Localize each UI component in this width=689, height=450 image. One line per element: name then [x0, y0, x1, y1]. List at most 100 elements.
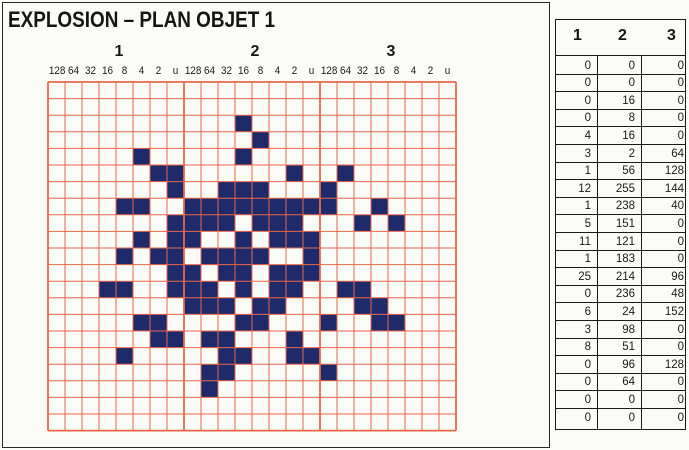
pixel-cell	[218, 265, 235, 282]
table-cell: 40	[644, 199, 684, 213]
pixel-cell	[201, 248, 218, 265]
pixel-cell	[184, 281, 201, 298]
pixel-cell	[201, 331, 218, 348]
table-cell: 51	[595, 340, 635, 354]
pixel-cell	[388, 314, 405, 331]
pixel-cell	[252, 215, 269, 232]
table-row-divider	[556, 179, 685, 180]
pixel-cell	[371, 314, 388, 331]
table-cell: 6	[551, 305, 591, 319]
pixel-cell	[218, 364, 235, 381]
pixel-cell	[133, 148, 150, 165]
pixel-cell	[354, 298, 371, 315]
table-cell: 1	[551, 252, 591, 266]
pixel-cell	[218, 182, 235, 199]
pixel-cell	[286, 231, 303, 248]
pixel-cell	[303, 198, 320, 215]
table-row-divider	[556, 144, 685, 145]
pixel-cell	[235, 248, 252, 265]
pixel-cell	[99, 281, 116, 298]
table-cell: 214	[595, 270, 635, 284]
table-cell: 236	[595, 287, 635, 301]
table-cell: 0	[644, 252, 684, 266]
pixel-cell	[235, 231, 252, 248]
table-cell: 0	[551, 393, 591, 407]
table-cell: 0	[551, 411, 591, 425]
table-cell: 0	[595, 393, 635, 407]
table-cell: 0	[551, 94, 591, 108]
pixel-cell	[286, 198, 303, 215]
pixel-cell	[252, 132, 269, 149]
pixel-cell	[303, 231, 320, 248]
pixel-cell	[303, 248, 320, 265]
table-cell: 56	[595, 164, 635, 178]
pixel-cell	[235, 182, 252, 199]
table-row-divider	[556, 338, 685, 339]
table-cell: 0	[644, 217, 684, 231]
pixel-cell	[235, 281, 252, 298]
pixel-cell	[116, 198, 133, 215]
table-cell: 128	[644, 164, 684, 178]
pixel-cell	[235, 314, 252, 331]
table-row-divider	[556, 109, 685, 110]
pixel-cell	[116, 248, 133, 265]
table-cell: 0	[551, 287, 591, 301]
table-cell: 0	[644, 235, 684, 249]
table-row-divider	[556, 232, 685, 233]
pixel-cell	[167, 265, 184, 282]
pixel-cell	[184, 198, 201, 215]
pixel-cell	[269, 281, 286, 298]
table-cell: 183	[595, 252, 635, 266]
pixel-cell	[150, 165, 167, 182]
table-cell: 16	[595, 94, 635, 108]
table-cell: 0	[595, 411, 635, 425]
pixel-cell	[235, 115, 252, 132]
pixel-cell	[167, 215, 184, 232]
table-row-divider	[556, 197, 685, 198]
table-header-3: 3	[667, 27, 676, 45]
pixel-cell	[286, 348, 303, 365]
table-cell: 0	[595, 59, 635, 73]
table-row-divider	[556, 126, 685, 127]
table-cell: 11	[551, 235, 591, 249]
pixel-cell	[116, 281, 133, 298]
pixel-cell	[116, 348, 133, 365]
table-cell: 25	[551, 270, 591, 284]
pixel-cell	[218, 348, 235, 365]
table-cell: 96	[595, 358, 635, 372]
table-cell: 24	[595, 305, 635, 319]
pixel-cell	[133, 231, 150, 248]
table-cell: 2	[595, 147, 635, 161]
pixel-cell	[133, 198, 150, 215]
table-row-divider	[556, 267, 685, 268]
table-cell: 238	[595, 199, 635, 213]
table-row-divider	[556, 91, 685, 92]
table-row-divider	[556, 390, 685, 391]
pixel-cell	[252, 198, 269, 215]
table-cell: 0	[551, 111, 591, 125]
table-cell: 121	[595, 235, 635, 249]
pixel-cell	[371, 298, 388, 315]
table-header-2: 2	[618, 27, 627, 45]
pixel-cell	[252, 298, 269, 315]
table-cell: 0	[551, 358, 591, 372]
table-row-divider	[556, 408, 685, 409]
table-cell: 0	[644, 393, 684, 407]
table-cell: 0	[595, 76, 635, 90]
pixel-cell	[269, 298, 286, 315]
table-cell: 64	[595, 375, 635, 389]
pixel-cell	[218, 248, 235, 265]
pixel-cell	[201, 298, 218, 315]
table-cell: 0	[644, 59, 684, 73]
pixel-cell	[235, 348, 252, 365]
pixel-cell	[184, 231, 201, 248]
table-row-divider	[556, 355, 685, 356]
table-row-divider	[556, 162, 685, 163]
table-cell: 144	[644, 182, 684, 196]
pixel-cell	[150, 314, 167, 331]
table-cell: 0	[644, 76, 684, 90]
table-cell: 0	[644, 375, 684, 389]
pixel-cell	[235, 265, 252, 282]
pixel-cell	[201, 364, 218, 381]
